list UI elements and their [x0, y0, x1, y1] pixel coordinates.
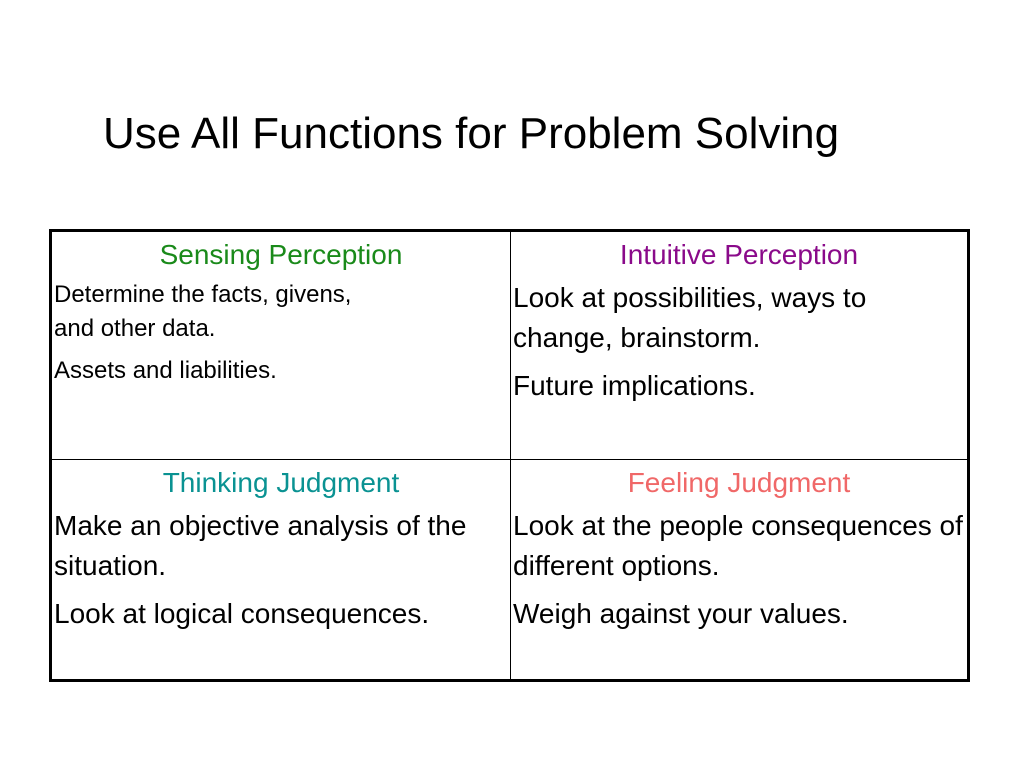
quadrant-text: Determine the facts, givens, and other d… — [54, 281, 352, 342]
quadrant-intuitive: Intuitive Perception Look at possibiliti… — [511, 232, 967, 460]
quadrant-text: Assets and liabilities. — [54, 357, 277, 384]
quadrant-text: Future implications. — [513, 370, 756, 401]
quadrant-thinking: Thinking Judgment Make an objective anal… — [52, 460, 511, 679]
function-matrix: Sensing Perception Determine the facts, … — [49, 229, 970, 682]
quadrant-text: Weigh against your values. — [513, 598, 849, 629]
quadrant-feeling: Feeling Judgment Look at the people cons… — [511, 460, 967, 679]
slide-title: Use All Functions for Problem Solving — [103, 109, 840, 158]
quadrant-heading-sensing: Sensing Perception — [159, 239, 403, 270]
quadrant-text: Look at possibilities, ways to change, b… — [513, 282, 867, 353]
quadrant-heading-feeling: Feeling Judgment — [627, 467, 851, 498]
quadrant-heading-intuitive: Intuitive Perception — [619, 239, 859, 270]
quadrant-heading-thinking: Thinking Judgment — [162, 467, 400, 498]
quadrant-text: Look at logical consequences. — [54, 598, 430, 629]
quadrant-text: Look at the people consequences of diffe… — [513, 510, 963, 581]
quadrant-sensing: Sensing Perception Determine the facts, … — [52, 232, 511, 460]
quadrant-text: Make an objective analysis of the situat… — [54, 510, 467, 581]
